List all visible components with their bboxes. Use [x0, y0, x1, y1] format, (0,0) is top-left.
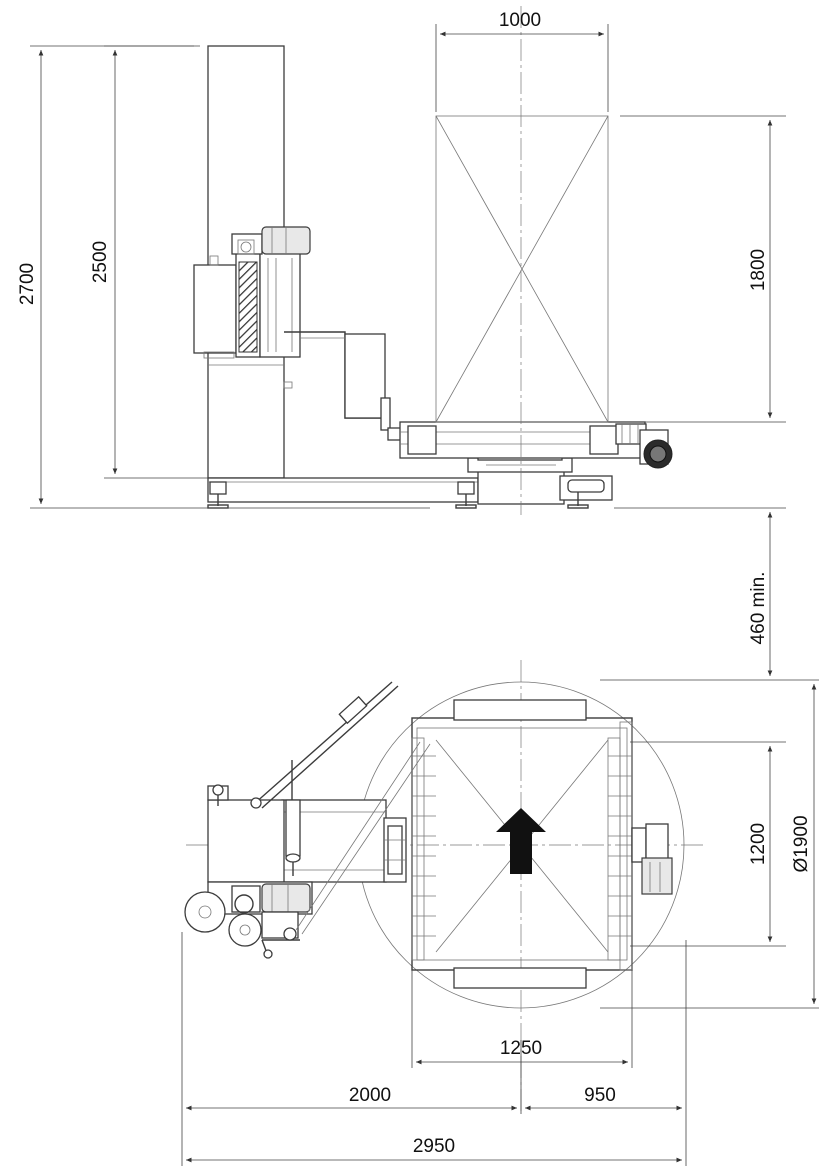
mast-column-plan [207, 799, 285, 883]
prestretch-unit-plan [207, 881, 313, 941]
dim-label-2700: 2700 [17, 263, 38, 305]
film-roll-1 [184, 891, 226, 933]
roller-row-left [411, 737, 436, 961]
dim-label-2500: 2500 [90, 241, 111, 283]
base-frame [207, 469, 613, 509]
turntable-arm-plan [281, 799, 407, 883]
dim-label-1200: 1200 [748, 823, 769, 865]
dim-label-2950: 2950 [413, 1136, 455, 1157]
drive-motor-plan [631, 823, 673, 895]
load-envelope-side [435, 115, 609, 423]
roller-row-right [607, 721, 633, 971]
dim-label-2000: 2000 [349, 1085, 391, 1106]
dim-label-1900-diameter: Ø1900 [791, 815, 812, 872]
turntable-arm [284, 331, 403, 441]
dim-label-1250: 1250 [500, 1038, 542, 1059]
conveyor-direction-arrow [496, 808, 546, 874]
dim-label-1800: 1800 [748, 249, 769, 291]
roller-conveyor-side [399, 421, 673, 469]
dim-label-460-min: 460 min. [748, 572, 769, 645]
dim-label-950: 950 [584, 1085, 616, 1106]
film-carriage [193, 226, 311, 359]
access-arm [250, 681, 399, 809]
film-roll-2 [228, 913, 262, 947]
dim-label-1000: 1000 [499, 10, 541, 31]
plan-view: 1200 Ø1900 1250 2000 950 2950 [181, 660, 819, 1166]
side-elevation: 2700 2500 1000 1800 460 min. [17, 6, 786, 676]
